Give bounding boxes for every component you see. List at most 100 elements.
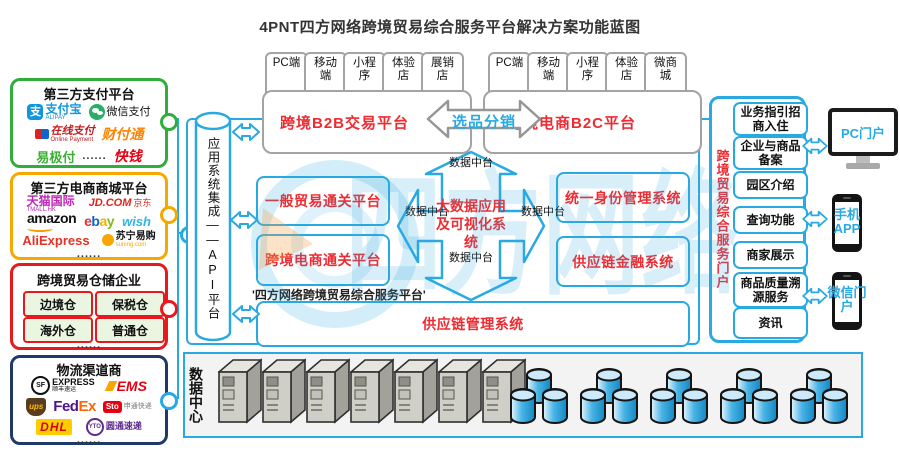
portal-item-business-guide: 业务指引招商入住	[733, 102, 808, 136]
ellipsis: ......	[76, 433, 102, 446]
ems-icon	[104, 380, 117, 391]
portal-item-merchant-display: 商家展示	[733, 241, 808, 269]
portal-item-park-intro: 园区介绍	[733, 171, 808, 199]
identity-management-box: 统一身份管理系统	[556, 172, 690, 223]
connector-node	[160, 300, 178, 318]
portal-item-enterprise-filing: 企业与商品备案	[733, 136, 808, 170]
portal-title: 跨境贸易综合服务门户	[714, 149, 730, 289]
supply-chain-finance-box: 供应链金融系统	[556, 236, 690, 287]
bidirectional-arrow-icon	[802, 210, 828, 228]
data-hub-label-left: 数据中台	[405, 206, 449, 218]
online-pay-icon	[34, 129, 49, 139]
online-pay-label: 在线支付	[50, 124, 95, 137]
monitor-base	[846, 163, 880, 169]
mall-panel-title: 第三方电商商城平台	[30, 181, 148, 196]
datacenter-label: 数据中心	[188, 367, 204, 423]
selection-distribution-arrow	[426, 99, 542, 139]
wish-logo: wish	[122, 213, 151, 229]
data-hub-label-bottom: 数据中台	[449, 252, 493, 264]
pc-monitor-icon: PC门户	[828, 108, 898, 156]
yto-logo: YTO 圆通速递	[85, 417, 142, 436]
database-cluster-icon	[650, 367, 708, 425]
ems-logo: EMS	[104, 379, 147, 393]
warehouse-panel-title: 跨境贸易仓储企业	[36, 273, 141, 288]
ebay-logo: ebay	[84, 213, 115, 229]
server-rack-icon	[262, 358, 306, 424]
connector-node	[160, 113, 178, 131]
data-hub-label-right: 数据中台	[521, 206, 565, 218]
database-cluster-icon	[510, 367, 568, 425]
fedex-logo: FedEx	[53, 398, 96, 415]
sto-logo: Sto 申通快递	[102, 400, 152, 413]
bidirectional-arrow-icon	[802, 287, 828, 305]
mobile-phone-icon	[832, 194, 862, 252]
warehouse-overseas: 海外仓	[23, 317, 93, 343]
database-cluster-icon	[580, 367, 638, 425]
server-rack-icon	[394, 358, 438, 424]
b2b-platform-label: 跨境B2B交易平台	[280, 114, 410, 132]
data-hub-cross-arrow	[396, 150, 546, 302]
bidirectional-arrow-icon	[802, 137, 828, 155]
sto-icon: Sto	[102, 400, 122, 413]
wechat-portal-label: 微信门户	[827, 285, 867, 315]
server-rack-icon	[438, 358, 482, 424]
warehouse-border: 边境仓	[23, 291, 93, 317]
ellipsis: ......	[76, 338, 102, 351]
server-rack-icon	[350, 358, 394, 424]
wechat-pay-label: 微信支付	[106, 105, 151, 118]
tenpay-logo: 财付通	[101, 126, 144, 142]
yto-icon: YTO	[85, 417, 104, 436]
logistics-panel-title: 物流渠道商	[56, 363, 122, 378]
sf-icon: SF	[31, 376, 51, 395]
wire-bus	[177, 118, 179, 399]
warehouse-bonded: 保税仓	[95, 291, 165, 317]
database-cluster-row	[508, 367, 850, 425]
kuaiqian-logo: 快钱	[113, 148, 142, 164]
alipay-icon: 支	[27, 104, 44, 120]
ellipsis: ......	[76, 247, 102, 260]
payment-panel-title: 第三方支付平台	[43, 87, 135, 102]
suning-icon	[101, 234, 114, 246]
data-hub-label-top: 数据中台	[449, 157, 493, 169]
api-platform-cylinder	[194, 111, 232, 342]
selection-distribution-label: 选品分销	[451, 114, 516, 131]
server-rack-row	[218, 358, 526, 424]
warehouse-general: 普通仓	[95, 317, 165, 343]
aliexpress-logo: AliExpress	[22, 232, 90, 248]
ecommerce-customs-box: 跨境电商通关平台	[256, 234, 390, 286]
wechat-phone-icon	[832, 272, 862, 330]
pc-portal-label: PC门户	[840, 125, 886, 141]
online-pay-sub: Online Payment	[50, 136, 94, 143]
bigdata-visualization-label: 大数据应用及可视化系统	[436, 198, 506, 251]
wechat-pay-logo: 微信支付	[88, 104, 151, 120]
ellipsis: ......	[82, 149, 107, 162]
portal-item-quality-trace: 商品质量溯源服务	[733, 272, 808, 308]
connector-node	[160, 206, 178, 224]
api-platform-label: 应用系统集成——API平台	[205, 136, 220, 320]
mobile-app-label: 手机APP	[833, 207, 861, 237]
bidirectional-arrow-icon	[232, 305, 260, 323]
alipay-sub: ALIPAY	[45, 115, 66, 121]
bidirectional-arrow-icon	[230, 211, 258, 229]
server-rack-icon	[218, 358, 262, 424]
yijifu-logo: 易极付	[36, 149, 76, 165]
database-cluster-icon	[720, 367, 778, 425]
amazon-smile-icon	[27, 225, 53, 232]
alipay-label: 支付宝	[45, 102, 82, 116]
platform-name-label: '四方网络跨境贸易综合服务平台'	[252, 288, 426, 302]
monitor-stand	[856, 156, 870, 163]
dhl-logo: DHL	[36, 418, 72, 435]
amazon-logo: amazon	[27, 211, 77, 232]
connector-node	[160, 392, 178, 410]
database-cluster-icon	[790, 367, 848, 425]
portal-item-news: 资讯	[733, 307, 808, 339]
warehouse-panel: 跨境贸易仓储企业 边境仓 保税仓 海外仓 普通仓 ......	[10, 263, 168, 350]
